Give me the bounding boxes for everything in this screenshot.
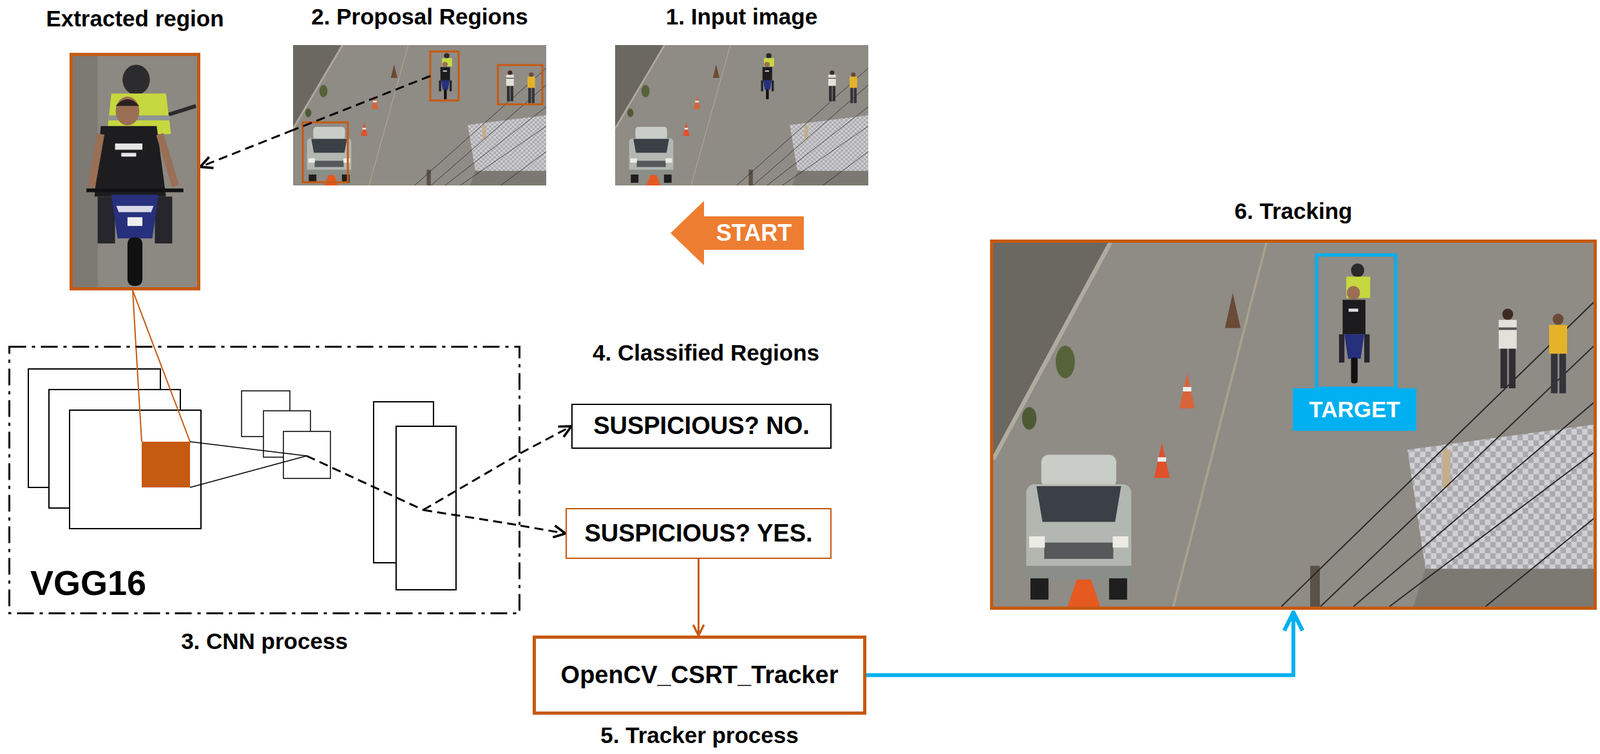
feature-map [283,431,331,479]
arrow-fill [670,200,804,266]
cnn-box: VGG163. CNN process [8,345,521,615]
projection-line [132,290,191,442]
node-heading: 6. Tracking [1234,198,1353,225]
proposal-box [302,122,348,183]
node-text: SUSPICIOUS? YES. [584,519,813,549]
node-text: SUSPICIOUS? NO. [593,412,810,441]
dashed-leader [423,453,521,511]
target-outline [1316,255,1396,389]
node-heading: 3. CNN process [180,628,348,655]
node-text: START [716,219,792,247]
node-heading: 2. Proposal Regions [311,3,528,30]
projection-line [135,345,142,442]
dashed-leader [306,456,424,511]
dashed-arrow [520,426,572,454]
extracted-photo [72,56,198,288]
receptive-field [141,441,191,488]
node-heading: 1. Input image [666,3,818,30]
input-image: 1. Input image [615,45,869,186]
target-label: TARGET [1292,388,1417,431]
dashed-leader [293,76,431,131]
conv-line [190,456,307,488]
input-photo [615,45,869,186]
extracted-region-image: Extracted region [69,52,201,291]
start-arrow: START [670,200,804,266]
tracking-image: 6. TrackingTARGET [990,239,1597,610]
dashed-arrow [200,130,294,167]
flow-arrow [697,559,700,636]
tracker-box: OpenCV_CSRT_Tracker5. Tracker process [532,635,867,715]
proposal-image: 2. Proposal Regions [293,45,547,186]
node-heading: Extracted region [45,5,224,32]
conv-line [190,441,307,457]
classification-box: SUSPICIOUS? NO. [571,403,832,449]
node-heading: 5. Tracker process [600,722,799,749]
proposal-photo [293,45,547,186]
output-arrow [866,612,1294,676]
dashed-leader [423,510,521,526]
classification-box: SUSPICIOUS? YES. [565,508,832,560]
proposal-box [430,51,459,101]
tracking-photo [993,242,1594,607]
proposal-box [497,65,543,105]
section-heading: 4. Classified Regions [592,340,820,366]
node-text: OpenCV_CSRT_Tracker [561,661,839,690]
node-heading: VGG16 [30,562,147,603]
node-text: TARGET [1308,396,1400,423]
projection-line [132,290,136,346]
dashdot-border [9,347,520,614]
feature-map [69,410,201,529]
dashed-arrow [520,525,566,534]
